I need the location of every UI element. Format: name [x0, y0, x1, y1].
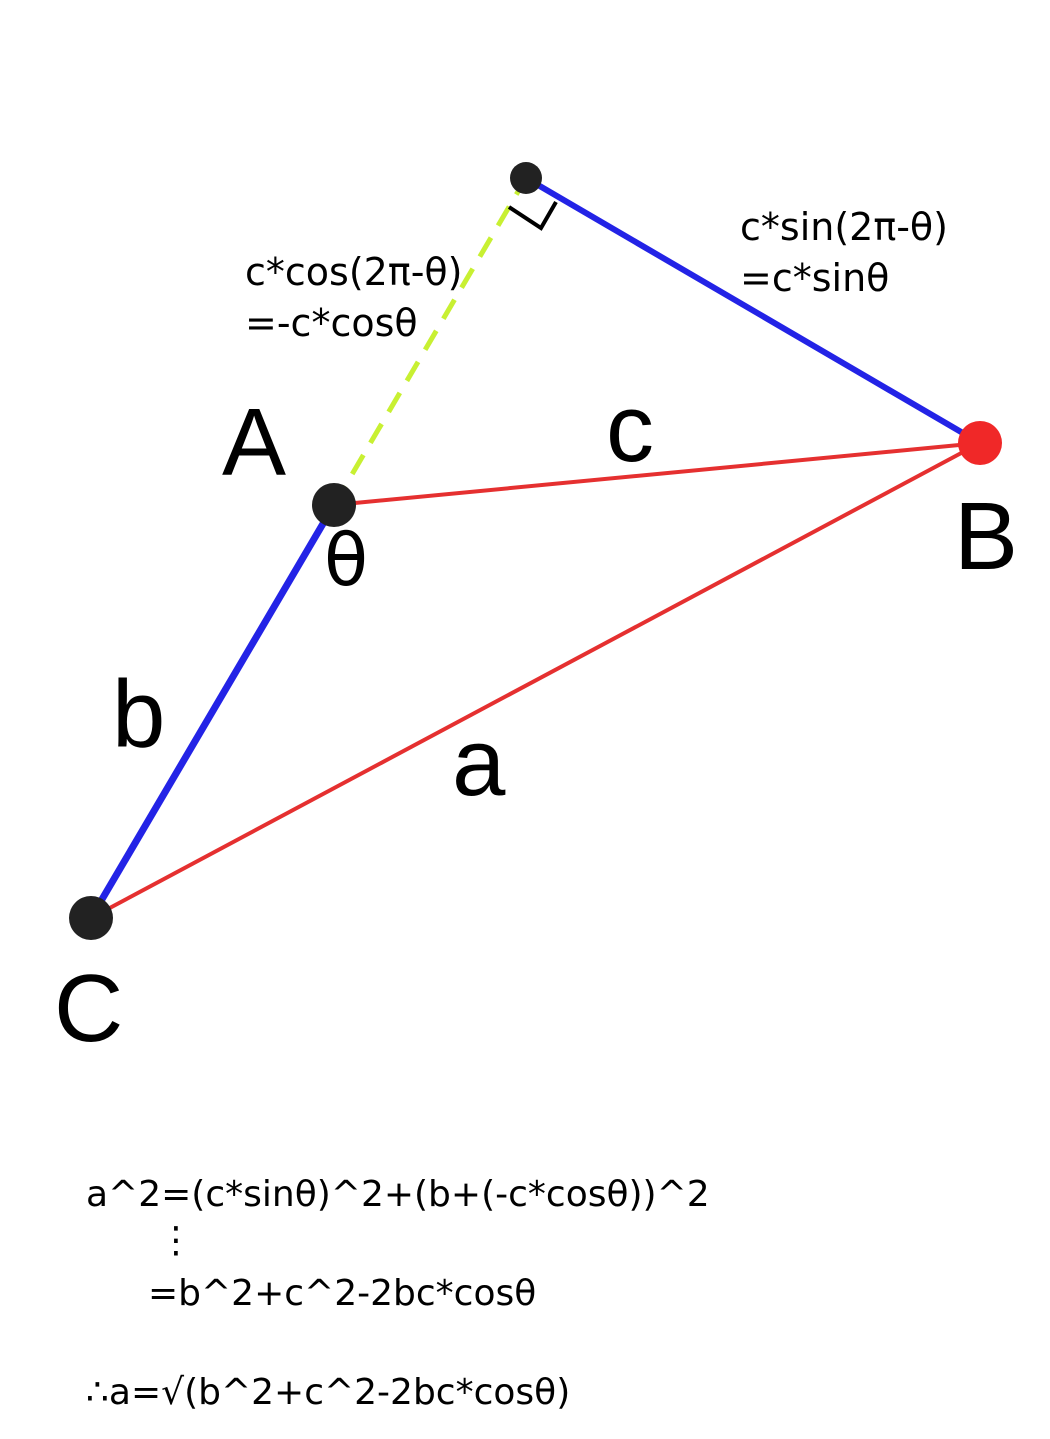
side-b-label: b — [112, 661, 165, 768]
derivation-ellipsis: ⋮ — [158, 1220, 194, 1261]
side-c-label: c — [606, 375, 654, 482]
side-a-label: a — [452, 709, 506, 816]
vertex-C-label: C — [54, 955, 123, 1062]
derivation-step1: a^2=(c*sinθ)^2+(b+(-c*cosθ))^2 — [86, 1174, 710, 1215]
height-line — [524, 175, 982, 446]
angle-theta-label: θ — [324, 518, 368, 602]
foot-point-dot — [510, 162, 542, 194]
vertex-B-dot — [958, 421, 1002, 465]
right-angle-marker — [507, 201, 558, 231]
vertex-C-dot — [69, 896, 113, 940]
sin-projection-line2: =c*sinθ — [740, 256, 889, 300]
dashed-extension-line — [331, 176, 529, 507]
cos-projection-line2: =-c*cosθ — [245, 301, 418, 345]
vertex-B-label: B — [954, 483, 1018, 590]
sin-projection-line1: c*sin(2π-θ) — [740, 205, 948, 249]
derivation-step2: =b^2+c^2-2bc*cosθ — [148, 1273, 536, 1314]
side-b-line — [87, 503, 338, 920]
vertex-A-label: A — [222, 389, 286, 496]
side-a-line — [90, 441, 981, 920]
derivation-conclusion: ∴a=√(b^2+c^2-2bc*cosθ) — [86, 1372, 570, 1413]
vertex-A-dot — [312, 483, 356, 527]
cos-projection-line1: c*cos(2π-θ) — [245, 250, 463, 294]
side-c-line — [333, 441, 981, 507]
